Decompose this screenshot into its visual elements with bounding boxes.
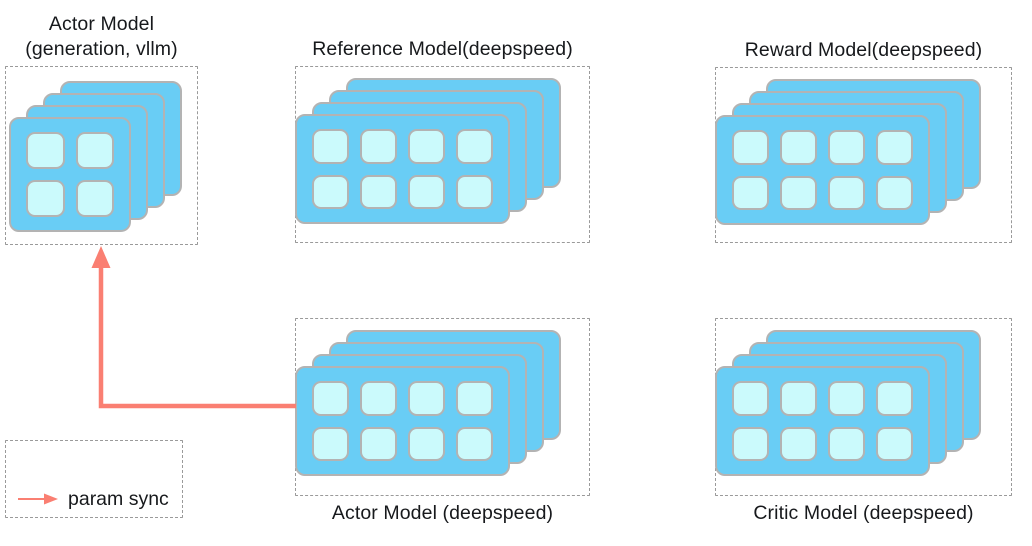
tile — [312, 174, 349, 209]
tile — [360, 381, 397, 416]
tile — [780, 130, 817, 165]
tile — [26, 180, 65, 217]
card-front — [715, 115, 930, 225]
card-stack — [295, 318, 590, 496]
dashed-container — [5, 66, 198, 245]
tile-grid — [297, 116, 508, 222]
tile — [312, 381, 349, 416]
tile — [456, 426, 493, 461]
tile — [732, 175, 769, 210]
group-critic-model[interactable]: Critic Model (deepspeed) — [715, 318, 1012, 524]
tile — [312, 129, 349, 164]
tile-grid — [11, 119, 129, 230]
card-stack — [715, 318, 1012, 496]
tile — [408, 381, 445, 416]
tile — [876, 130, 913, 165]
tile — [360, 426, 397, 461]
card-front — [295, 114, 510, 224]
group-caption-actor-model-deepspeed: Actor Model (deepspeed) — [331, 502, 554, 524]
legend-label-param-sync: param sync — [68, 488, 169, 510]
group-caption-actor-model-vllm: Actor Model (generation, vllm) — [25, 13, 178, 60]
card-stack — [5, 66, 198, 245]
dashed-container — [5, 440, 183, 518]
param-sync-arrow-head — [91, 246, 111, 268]
param-sync-legend-arrow-icon — [18, 493, 58, 505]
param-sync-arrow-path — [98, 262, 296, 409]
tile — [360, 129, 397, 164]
tile — [780, 381, 817, 416]
group-actor-model-vllm[interactable]: Actor Model (generation, vllm) — [5, 13, 198, 245]
tile — [456, 174, 493, 209]
tile-grid — [717, 368, 928, 474]
tile — [75, 132, 114, 169]
group-actor-model-deepspeed[interactable]: Actor Model (deepspeed) — [295, 318, 590, 524]
group-caption-critic-model: Critic Model (deepspeed) — [753, 502, 974, 524]
tile — [408, 129, 445, 164]
tile — [876, 175, 913, 210]
tile — [780, 175, 817, 210]
tile-grid — [297, 368, 508, 474]
tile — [732, 130, 769, 165]
card-stack — [295, 66, 590, 243]
card-front — [295, 366, 510, 476]
tile — [876, 381, 913, 416]
tile — [456, 381, 493, 416]
tile — [828, 130, 865, 165]
tile — [828, 426, 865, 461]
tile — [456, 129, 493, 164]
card-front — [9, 117, 131, 232]
group-reference-model[interactable]: Reference Model(deepspeed) — [295, 38, 590, 243]
tile — [780, 426, 817, 461]
tile — [732, 381, 769, 416]
card-stack — [715, 67, 1012, 243]
legend-entry-param-sync: param sync — [5, 488, 183, 510]
group-caption-reward-model: Reward Model(deepspeed) — [744, 39, 983, 61]
tile-grid — [717, 117, 928, 223]
tile — [828, 175, 865, 210]
tile — [408, 174, 445, 209]
group-caption-reference-model: Reference Model(deepspeed) — [312, 38, 573, 60]
tile — [732, 426, 769, 461]
tile — [75, 180, 114, 217]
group-reward-model[interactable]: Reward Model(deepspeed) — [715, 39, 1012, 243]
tile — [876, 426, 913, 461]
tile — [26, 132, 65, 169]
legend-box[interactable]: param sync — [5, 440, 183, 518]
tile — [828, 381, 865, 416]
tile — [360, 174, 397, 209]
tile — [408, 426, 445, 461]
card-front — [715, 366, 930, 476]
tile — [312, 426, 349, 461]
